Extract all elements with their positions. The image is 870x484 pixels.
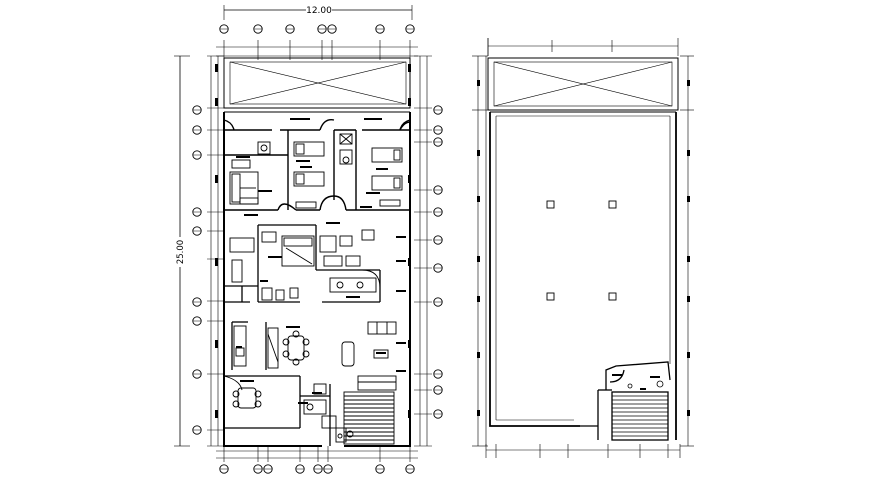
living-dining-marks (236, 326, 406, 404)
roof-stair-enclosure (580, 361, 671, 441)
living-dining-furniture (223, 321, 397, 429)
top-grid-bubbles (219, 24, 415, 34)
right-dimension-chain (414, 55, 432, 447)
height-dimension-label: 25.00 (176, 240, 186, 264)
bottom-dimension-chain (216, 446, 418, 462)
master-bedroom-zone (224, 224, 381, 303)
roof-right-dimension (680, 55, 694, 447)
top-grid-dimension-chain (216, 40, 418, 60)
roof-carport-area (487, 57, 679, 111)
roof-dim-ticks (477, 80, 690, 416)
roof-slab-outline (489, 111, 677, 440)
roof-marks (612, 374, 660, 390)
bedroom-furniture (229, 133, 403, 209)
ground-floor-plan: 12.00 25.00 (174, 4, 443, 474)
left-overall-dimension: 25.00 (174, 55, 190, 447)
master-bedroom-furniture (229, 229, 381, 301)
bedroom-labels-marks (236, 118, 388, 216)
roof-left-dimension (472, 55, 488, 447)
entry-stairs (335, 391, 395, 445)
top-overall-dimension: 12.00 (223, 4, 413, 20)
bedroom-zone-walls (223, 119, 411, 211)
carport-area (223, 57, 411, 109)
roof-columns (546, 200, 617, 301)
left-dimension-chain (207, 55, 224, 447)
bottom-grid-bubbles (219, 464, 415, 474)
width-dimension-label: 12.00 (306, 6, 332, 16)
master-bedroom-marks (260, 222, 406, 298)
roof-top-dimension (487, 38, 679, 56)
exterior-walls (223, 111, 411, 447)
roof-bottom-dimension (485, 444, 681, 458)
left-grid-bubbles (192, 105, 202, 435)
column-marks (215, 64, 411, 418)
right-grid-bubbles (433, 105, 443, 419)
roof-plan (472, 38, 694, 458)
